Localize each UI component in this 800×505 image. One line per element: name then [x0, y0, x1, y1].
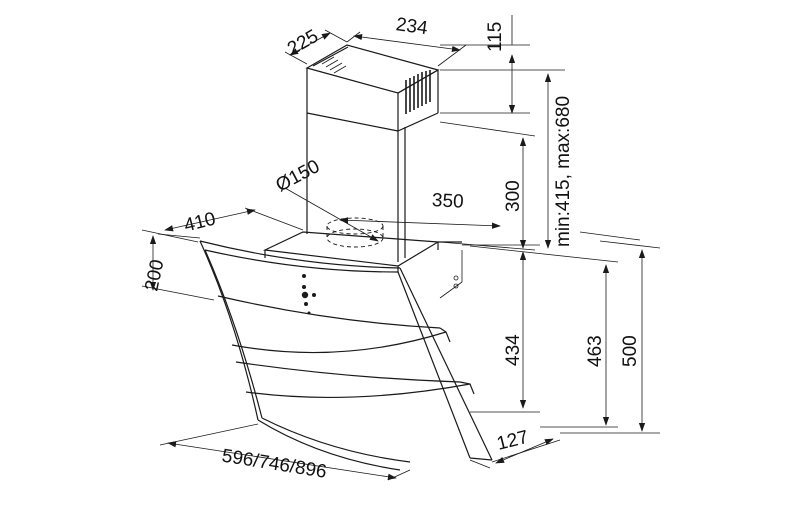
- control-buttons: [301, 274, 316, 315]
- dim-body-depth: 410: [157, 207, 304, 239]
- side-vent-grill: [405, 70, 431, 114]
- dim-chimney-width: 234: [346, 14, 467, 67]
- dim-300: 300: [439, 121, 536, 251]
- label-min-max: min:415, max:680: [553, 96, 574, 247]
- dim-body-width: 350: [339, 190, 501, 229]
- dim-height-463: 463: [469, 245, 619, 428]
- label-434: 434: [503, 334, 524, 366]
- dim-body-height-left: 200: [141, 229, 215, 301]
- chimney: [305, 44, 440, 262]
- cap-vent-slots: [321, 56, 347, 74]
- dim-total-height: 500: [560, 240, 661, 434]
- dim-outlet-diameter: Ø150: [272, 156, 379, 242]
- label-300: 300: [503, 180, 524, 212]
- hood-top-plate: [262, 217, 462, 272]
- label-diameter: Ø150: [272, 156, 323, 196]
- dim-chimney-range: min:415, max:680: [440, 69, 641, 249]
- dim-glass-depth: 127: [469, 427, 561, 469]
- label-500: 500: [620, 335, 641, 367]
- label-463: 463: [585, 335, 606, 367]
- label-panel-widths: 596/746/896: [220, 446, 328, 483]
- label-115: 115: [485, 22, 506, 52]
- dim-chimney-depth: 225: [284, 26, 348, 65]
- label-200: 200: [141, 258, 168, 293]
- label-234: 234: [395, 14, 430, 39]
- label-410: 410: [182, 208, 218, 236]
- dim-glass-height: 434: [462, 244, 540, 413]
- dim-chimney-top-height: 115: [440, 15, 530, 114]
- glass-panel: [199, 240, 493, 471]
- dim-panel-widths: 596/746/896: [159, 423, 411, 483]
- label-350: 350: [431, 190, 464, 213]
